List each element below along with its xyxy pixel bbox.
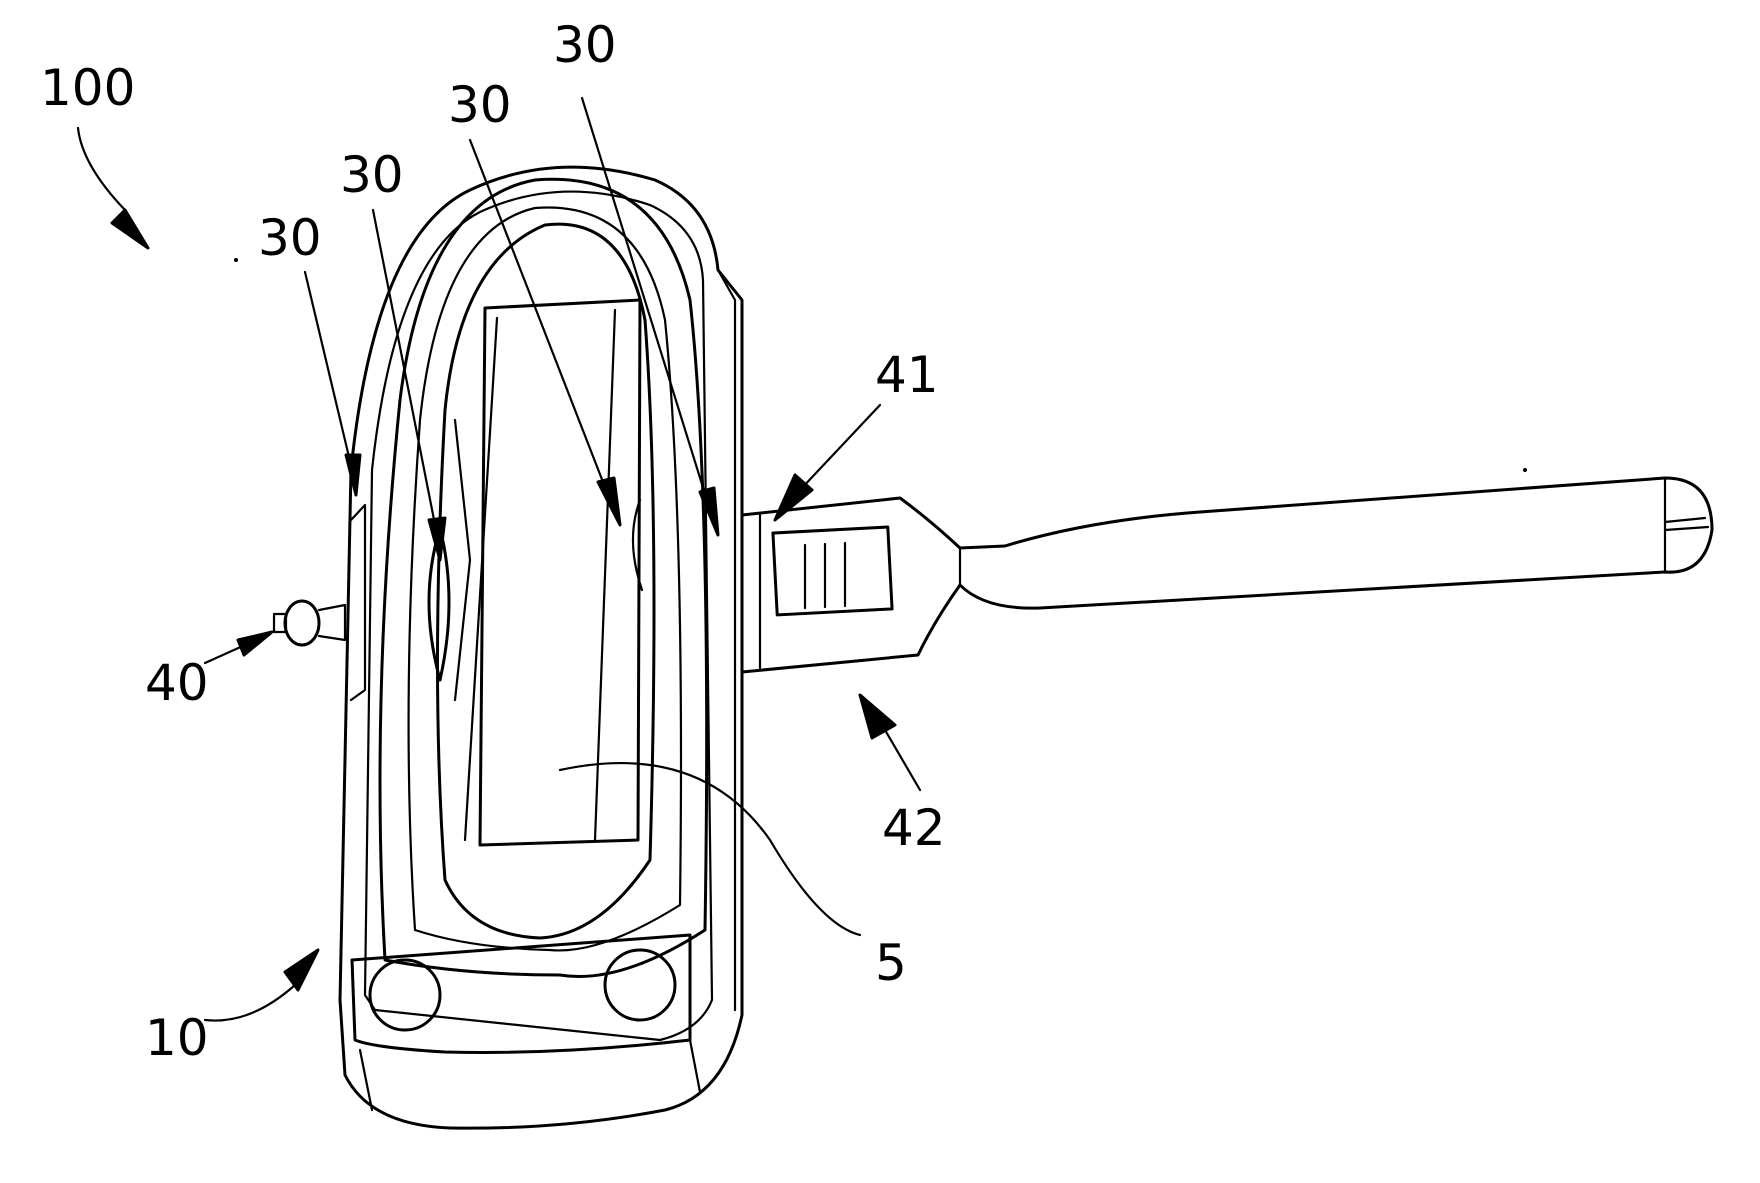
handle-42 (742, 478, 1712, 672)
label-30-d: 30 (553, 16, 617, 74)
label-40: 40 (145, 654, 209, 712)
label-5: 5 (875, 934, 907, 992)
bottom-right-circle (605, 950, 675, 1020)
label-41: 41 (875, 346, 939, 404)
bottom-left-circle (370, 960, 440, 1030)
label-30-c: 30 (448, 76, 512, 134)
housing-body (340, 167, 742, 1128)
label-30-b: 30 (340, 146, 404, 204)
port-40 (274, 601, 345, 645)
leader-lines (78, 98, 920, 1021)
label-30-a: 30 (258, 209, 322, 267)
speck (1523, 468, 1527, 472)
label-100: 100 (40, 59, 135, 117)
speck (234, 258, 238, 262)
label-10: 10 (145, 1009, 209, 1067)
label-42: 42 (882, 799, 946, 857)
